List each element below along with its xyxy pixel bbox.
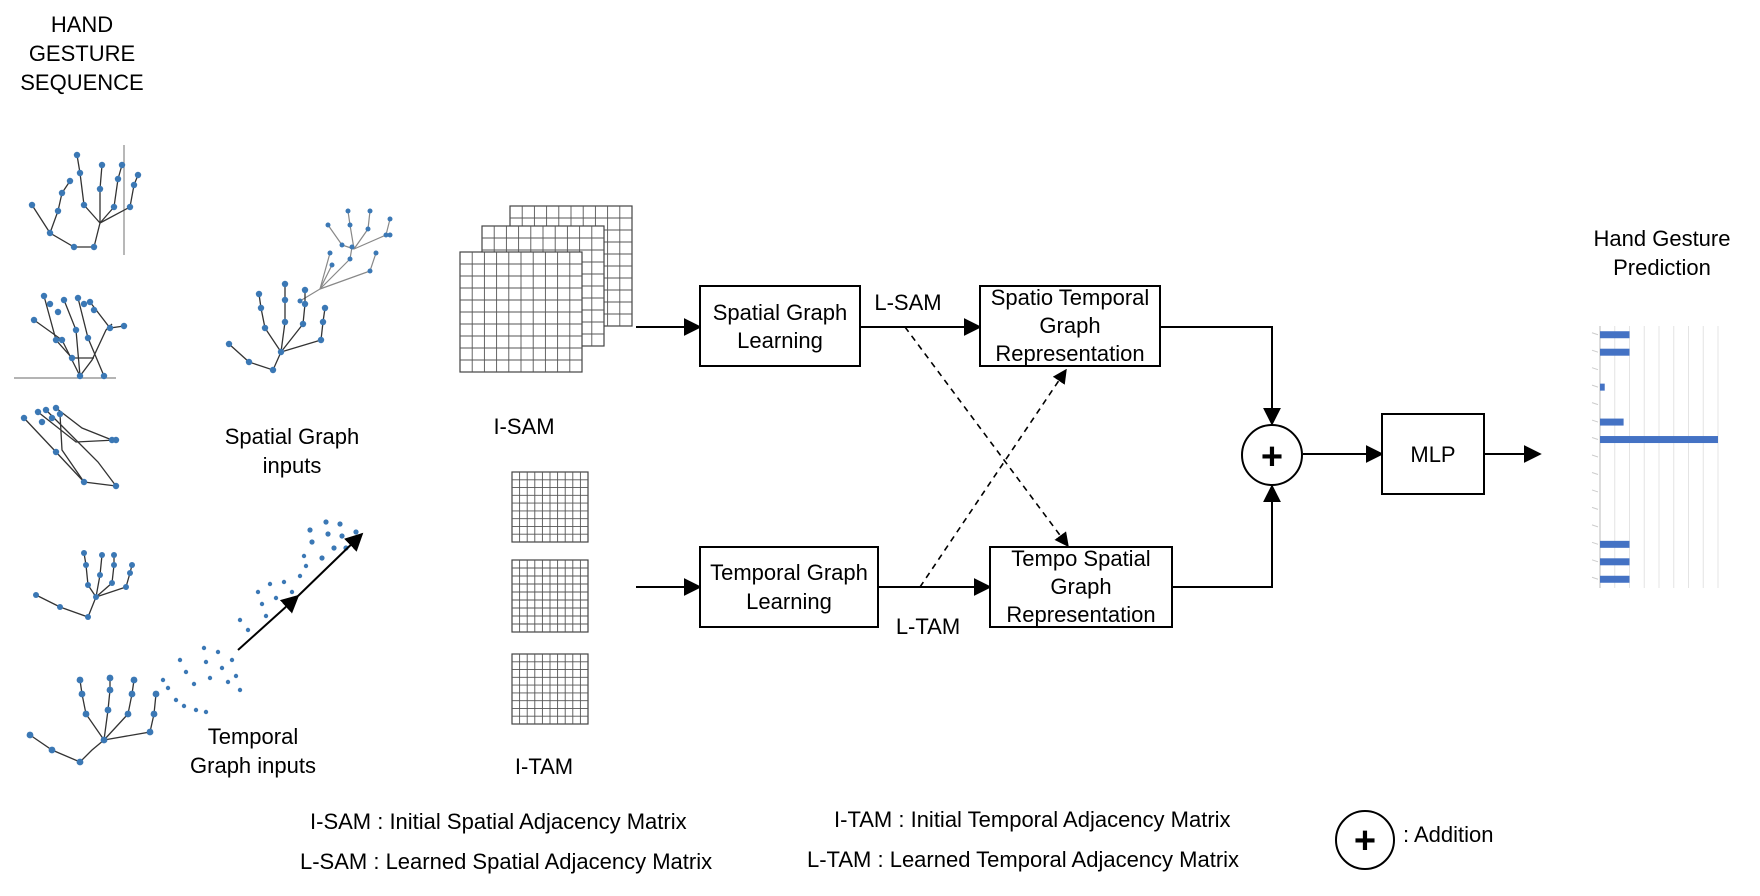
matrix-grid-icon xyxy=(511,471,589,543)
itam-matrix-stack-icon xyxy=(511,471,589,725)
temporal-learning-line-1: Temporal Graph xyxy=(710,560,868,585)
hand-frame-icon xyxy=(28,145,142,255)
legend-plus-icon: + xyxy=(1354,820,1376,862)
addition-node: + xyxy=(1241,424,1303,486)
spatio-temporal-line-1: Spatio Temporal xyxy=(991,285,1150,310)
prediction-category-tick xyxy=(1591,349,1599,353)
prediction-bar xyxy=(1600,436,1718,444)
edge-spatio-temporal-to-addition xyxy=(1160,326,1281,426)
mlp-label: MLP xyxy=(1410,442,1455,467)
legend-lsam: L-SAM : Learned Spatial Adjacency Matrix xyxy=(300,849,712,874)
prediction-bar xyxy=(1600,418,1624,426)
addition-plus-icon: + xyxy=(1261,436,1283,478)
sequence-title-line-3: SEQUENCE xyxy=(20,70,143,95)
hand-frame-icon xyxy=(20,404,120,490)
spatial-inputs-label-line-2: inputs xyxy=(263,453,322,478)
temporal-graph-inputs-icon xyxy=(160,519,364,715)
prediction-category-tick xyxy=(1591,489,1599,493)
prediction-bar xyxy=(1600,331,1630,339)
spatial-inputs-label-line-1: Spatial Graph xyxy=(225,424,360,449)
spatial-inputs-label: Spatial Graph inputs xyxy=(225,424,360,478)
legend-addition: : Addition xyxy=(1403,822,1494,847)
edge-tempo-spatial-to-addition xyxy=(1172,484,1281,588)
prediction-category-tick xyxy=(1591,576,1599,580)
prediction-category-tick xyxy=(1591,471,1599,475)
spatio-temporal-line-3: Representation xyxy=(995,341,1144,366)
spatial-learning-line-1: Spatial Graph xyxy=(713,300,848,325)
spatial-graph-inputs-icon xyxy=(225,208,393,374)
sequence-title: HAND GESTURE SEQUENCE xyxy=(20,12,143,95)
mlp-node: MLP xyxy=(1381,413,1485,495)
prediction-bar xyxy=(1600,383,1605,391)
itam-label: I-TAM xyxy=(515,754,573,779)
prediction-category-tick xyxy=(1591,559,1599,563)
ltam-edge-label: L-TAM xyxy=(896,614,960,639)
sequence-title-line-1: HAND xyxy=(51,12,113,37)
prediction-category-tick xyxy=(1591,437,1599,441)
prediction-category-tick xyxy=(1591,419,1599,423)
tempo-spatial-line-2: Graph xyxy=(1050,574,1111,599)
isam-label: I-SAM xyxy=(493,414,554,439)
temporal-inputs-label: Temporal Graph inputs xyxy=(190,724,316,778)
temporal-inputs-label-line-1: Temporal xyxy=(208,724,298,749)
edges xyxy=(636,318,1542,596)
legend-ltam: L-TAM : Learned Temporal Adjacency Matri… xyxy=(807,847,1239,872)
prediction-category-tick xyxy=(1591,454,1599,458)
hand-frame-icon xyxy=(33,550,135,620)
prediction-bar xyxy=(1600,575,1630,583)
spatial-learning-line-2: Learning xyxy=(737,328,823,353)
tempo-spatial-line-1: Tempo Spatial xyxy=(1011,546,1150,571)
hand-frame-icon xyxy=(14,292,128,380)
hand-frame-icon xyxy=(26,674,160,766)
temporal-inputs-label-line-2: Graph inputs xyxy=(190,753,316,778)
prediction-bar-chart xyxy=(1591,326,1719,588)
prediction-bar xyxy=(1600,348,1630,356)
tempo-spatial-line-3: Representation xyxy=(1006,602,1155,627)
spatio-temporal-line-2: Graph xyxy=(1039,313,1100,338)
temporal-learning-line-2: Learning xyxy=(746,589,832,614)
sequence-title-line-2: GESTURE xyxy=(29,41,135,66)
prediction-bar xyxy=(1600,558,1630,566)
prediction-category-tick xyxy=(1591,332,1599,336)
lsam-edge-label: L-SAM xyxy=(874,290,941,315)
legend-itam: I-TAM : Initial Temporal Adjacency Matri… xyxy=(834,807,1231,832)
prediction-title: Hand Gesture Prediction xyxy=(1594,226,1731,280)
hand-sequence-frames xyxy=(14,145,160,766)
legend-addition-icon: + xyxy=(1335,810,1395,870)
prediction-category-tick xyxy=(1591,367,1599,371)
edge-lsam-cross-to-tempo-spatial xyxy=(904,326,1069,548)
prediction-bar xyxy=(1600,540,1630,548)
spatio-temporal-representation-node: Spatio Temporal Graph Representation xyxy=(979,285,1161,367)
prediction-category-tick xyxy=(1591,506,1599,510)
legend: I-SAM : Initial Spatial Adjacency Matrix… xyxy=(300,807,1494,874)
prediction-category-tick xyxy=(1591,524,1599,528)
prediction-category-tick xyxy=(1591,541,1599,545)
isam-matrix-stack-icon xyxy=(459,205,633,373)
prediction-title-line-1: Hand Gesture xyxy=(1594,226,1731,251)
prediction-category-tick xyxy=(1591,402,1599,406)
matrix-grid-icon xyxy=(459,251,583,373)
temporal-graph-learning-node: Temporal Graph Learning xyxy=(699,546,879,628)
matrix-grid-icon xyxy=(511,559,589,633)
legend-isam: I-SAM : Initial Spatial Adjacency Matrix xyxy=(310,809,687,834)
spatial-graph-learning-node: Spatial Graph Learning xyxy=(699,285,861,367)
prediction-title-line-2: Prediction xyxy=(1613,255,1711,280)
matrix-grid-icon xyxy=(511,653,589,725)
tempo-spatial-representation-node: Tempo Spatial Graph Representation xyxy=(989,546,1173,628)
prediction-category-tick xyxy=(1591,384,1599,388)
